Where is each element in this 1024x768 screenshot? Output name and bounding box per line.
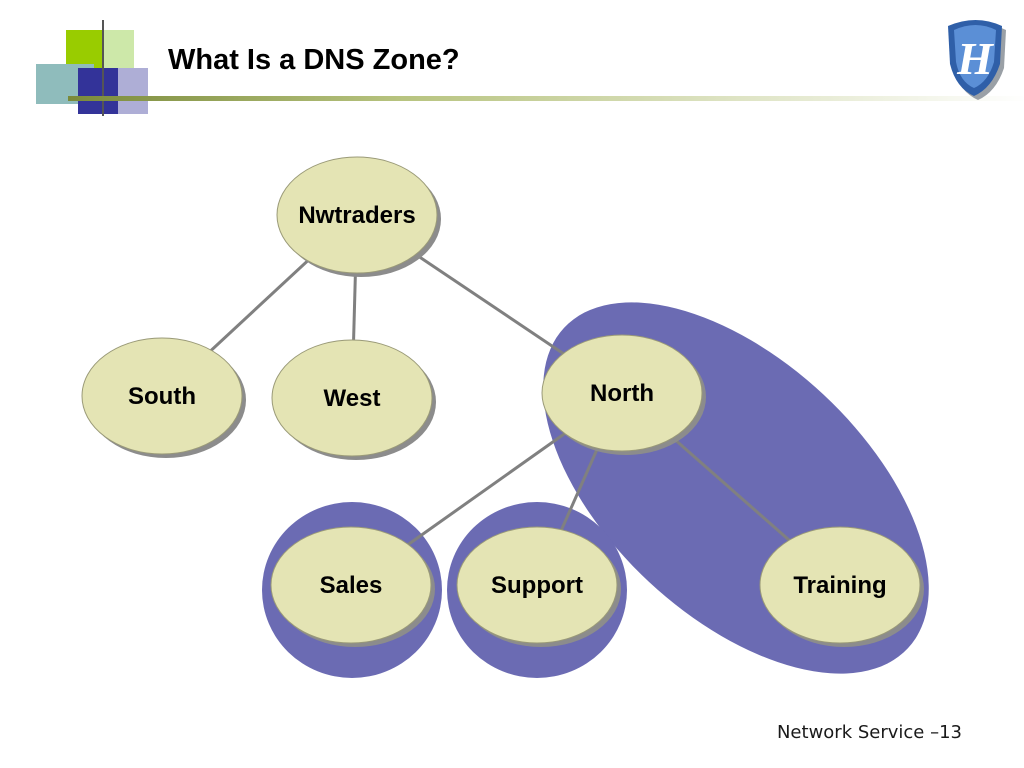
node-south-ellipse <box>81 337 243 455</box>
green-square <box>66 30 104 68</box>
node-west: West <box>271 339 436 460</box>
zones-layer <box>262 302 929 678</box>
node-support-label: Support <box>491 572 583 599</box>
slide-title: What Is a DNS Zone? <box>168 44 460 76</box>
light-green-square <box>104 30 134 68</box>
light-navy-square <box>118 68 148 114</box>
node-south: South <box>81 337 246 458</box>
svg-text:H: H <box>956 33 994 84</box>
navy-square <box>78 68 118 114</box>
node-support: Support <box>456 526 621 647</box>
node-south-label: South <box>128 383 196 410</box>
node-support-ellipse <box>456 526 618 644</box>
node-nwtraders-ellipse <box>276 156 438 274</box>
footer-page-label: Network Service –13 <box>776 722 962 743</box>
node-training: Training <box>759 526 924 647</box>
node-training-ellipse <box>759 526 921 644</box>
node-west-label: West <box>324 385 381 412</box>
header-decoration <box>36 20 148 116</box>
title-underline <box>68 96 1024 101</box>
node-sales-label: Sales <box>320 572 383 599</box>
node-training-label: Training <box>793 572 886 599</box>
node-west-ellipse <box>271 339 433 457</box>
node-north-ellipse <box>541 334 703 452</box>
node-nwtraders: Nwtraders <box>276 156 441 277</box>
node-nwtraders-label: Nwtraders <box>298 202 415 229</box>
node-north-label: North <box>590 380 654 407</box>
node-north: North <box>541 334 706 455</box>
node-sales: Sales <box>270 526 435 647</box>
node-sales-ellipse <box>270 526 432 644</box>
shield-h-logo-icon: H <box>948 20 1006 100</box>
